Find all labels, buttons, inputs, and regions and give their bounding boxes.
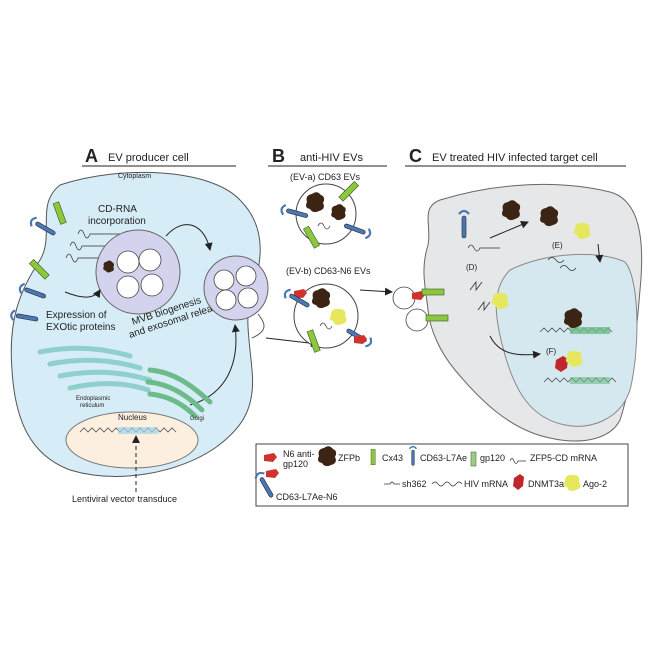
intraluminal-vesicle [215, 289, 237, 311]
arrow-expression [64, 289, 101, 299]
docked-ev [405, 308, 429, 332]
er-label-2: reticulum [80, 403, 104, 409]
legend-hiv-mrna-icon [431, 481, 463, 487]
mrna-strand-3 [65, 253, 108, 263]
integrated-transgene [118, 427, 158, 434]
endoplasmic-reticulum [37, 345, 153, 393]
legend-sh362-icon [384, 481, 400, 485]
legend-gp120-icon [470, 451, 477, 467]
mrna-strand [317, 222, 331, 230]
release-site [251, 313, 265, 339]
mvb-body-releasing [203, 255, 269, 321]
legend-cd63-l7ae-label: CD63-L7Ae [420, 453, 467, 463]
hiv-mrna-strand [559, 265, 577, 271]
golgi-label: Golgi [190, 416, 204, 422]
arrow-mvb-transport [165, 224, 213, 251]
mrna-strand [467, 244, 500, 252]
intraluminal-vesicle [116, 250, 140, 274]
legend-dnmt3a-icon [513, 474, 524, 490]
dnmt3a-icon [555, 356, 568, 372]
expression-label-2: EXOtic proteins [46, 322, 115, 333]
arrow-golgi-to-mvb [189, 324, 240, 406]
legend-n6-label-1: N6 anti- [283, 449, 315, 459]
label-f: (F) [546, 347, 557, 356]
legend-cx43-label: Cx43 [382, 453, 403, 463]
panel-a-letter: A [85, 146, 98, 166]
intraluminal-vesicle [237, 287, 259, 309]
label-d: (D) [466, 263, 477, 272]
ev-a-label: (EV-a) CD63 EVs [290, 172, 361, 182]
label-e: (E) [552, 241, 563, 250]
legend-box [255, 443, 629, 507]
legend-zfp5-mrna-label: ZFP5-CD mRNA [530, 453, 597, 463]
cd-rna-label-1: CD-RNA [98, 204, 137, 215]
panel-c-title: EV treated HIV infected target cell [432, 152, 598, 164]
intraluminal-vesicle [116, 275, 140, 299]
nucleus-label: Nucleus [118, 413, 147, 422]
arrow-silencing [595, 243, 604, 263]
ev-b-label: (EV-b) CD63-N6 EVs [286, 266, 371, 276]
legend-gp120-label: gp120 [480, 453, 505, 463]
arrow-translation [489, 221, 529, 239]
panel-c-letter: C [409, 146, 422, 166]
cd-rna-label-2: incorporation [88, 216, 146, 227]
panel-a-title: EV producer cell [108, 152, 189, 164]
sh362-icon [477, 300, 491, 312]
panel-b-letter: B [272, 146, 285, 166]
legend-cd63-l7ae-n6-label: CD63-L7Ae-N6 [276, 492, 338, 502]
arrow-nuclear-entry [489, 335, 541, 359]
legend-zfpb-label: ZFPb [338, 453, 360, 463]
hiv-provirus-segment [570, 327, 610, 334]
intraluminal-vesicle [235, 265, 257, 287]
gp120-icon [421, 288, 445, 296]
mrna-strand [319, 322, 333, 330]
legend-sh362-label: sh362 [402, 479, 427, 489]
hiv-mrna-strand [547, 257, 565, 263]
legend-dnmt3a-label: DNMT3a [528, 479, 564, 489]
sh362-icon [469, 280, 483, 292]
legend-zfp5-mrna-icon [509, 458, 526, 464]
legend-hiv-mrna-label: HIV mRNA [464, 479, 508, 489]
legend-n6-label-2: gp120 [283, 459, 308, 469]
panel-b-title: anti-HIV EVs [300, 152, 363, 164]
intraluminal-vesicle [213, 269, 235, 291]
expression-label-1: Expression of [46, 310, 107, 321]
intraluminal-vesicle [140, 273, 164, 297]
mrna-strand-2 [69, 241, 122, 251]
silenced-provirus-segment [570, 377, 610, 384]
producer-cell-membrane [10, 171, 261, 477]
legend-ago2-label: Ago-2 [583, 479, 607, 489]
docked-ev [392, 286, 416, 310]
arrow-ev-to-target [359, 287, 393, 296]
intraluminal-vesicle [138, 248, 162, 272]
er-label-1: Endoplasmic [76, 396, 110, 402]
cx43-protein-icon [425, 314, 449, 322]
mrna-strand-1 [77, 229, 130, 239]
golgi-apparatus [145, 367, 213, 419]
lentiviral-label: Lentiviral vector transduce [72, 494, 177, 504]
legend-cx43-icon [370, 449, 376, 466]
cytoplasm-label: Cytoplasm [118, 173, 151, 180]
